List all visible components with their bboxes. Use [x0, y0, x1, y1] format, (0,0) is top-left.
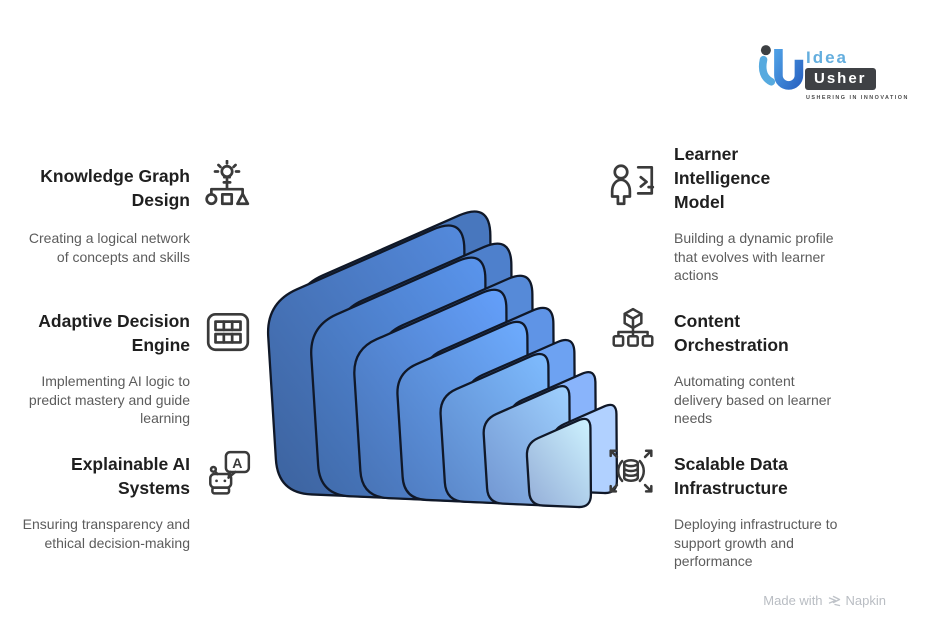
- logo-brand-top: Idea: [806, 48, 849, 67]
- grid-panel-icon: [203, 307, 253, 357]
- layer-6: [482, 385, 572, 507]
- item-title-learner-intelligence-model: Learner Intelligence Model: [674, 144, 771, 212]
- person-terminal-icon: [608, 160, 658, 210]
- layer-2: [310, 256, 488, 502]
- made-with-napkin: Made with Napkin: [763, 593, 886, 608]
- svg-text:A: A: [232, 455, 242, 471]
- item-title-explainable-ai-systems: Explainable AI Systems: [71, 454, 190, 498]
- item-title-adaptive-decision-engine: Adaptive Decision Engine: [38, 311, 190, 355]
- item-desc-scalable-data-infrastructure: Deploying infrastructure to support grow…: [674, 516, 838, 569]
- item-desc-knowledge-graph-design: Creating a logical network of concepts a…: [28, 230, 190, 265]
- idea-hierarchy-icon: [202, 160, 252, 210]
- idea-usher-logo: Idea Usher USHERING IN INNOVATION: [756, 40, 908, 108]
- napkin-icon: [828, 595, 840, 606]
- layer-7: [525, 417, 593, 509]
- robot-chat-icon: A: [203, 448, 253, 498]
- made-with-text: Made with: [763, 593, 823, 608]
- item-desc-explainable-ai-systems: Ensuring transparency and ethical decisi…: [22, 516, 190, 551]
- cube-orchestration-icon: [608, 306, 658, 356]
- layer-3: [353, 288, 509, 504]
- layer-4: [396, 320, 530, 505]
- item-desc-content-orchestration: Automating content delivery based on lea…: [674, 373, 832, 426]
- layer-5: [439, 352, 551, 506]
- item-title-scalable-data-infrastructure: Scalable Data Infrastructure: [674, 454, 788, 498]
- logo-brand-bottom: Usher: [805, 68, 876, 90]
- item-desc-learner-intelligence-model: Building a dynamic profile that evolves …: [674, 230, 834, 283]
- idea-usher-logo-mark: [758, 45, 804, 90]
- item-desc-adaptive-decision-engine: Implementing AI logic to predict mastery…: [28, 373, 190, 426]
- database-scale-icon: [606, 446, 656, 496]
- item-title-content-orchestration: Content Orchestration: [674, 311, 789, 355]
- layer-1: [267, 224, 468, 501]
- logo-tagline: USHERING IN INNOVATION: [806, 95, 909, 101]
- napkin-brand-text: Napkin: [845, 593, 886, 608]
- item-title-knowledge-graph-design: Knowledge Graph Design: [40, 166, 190, 210]
